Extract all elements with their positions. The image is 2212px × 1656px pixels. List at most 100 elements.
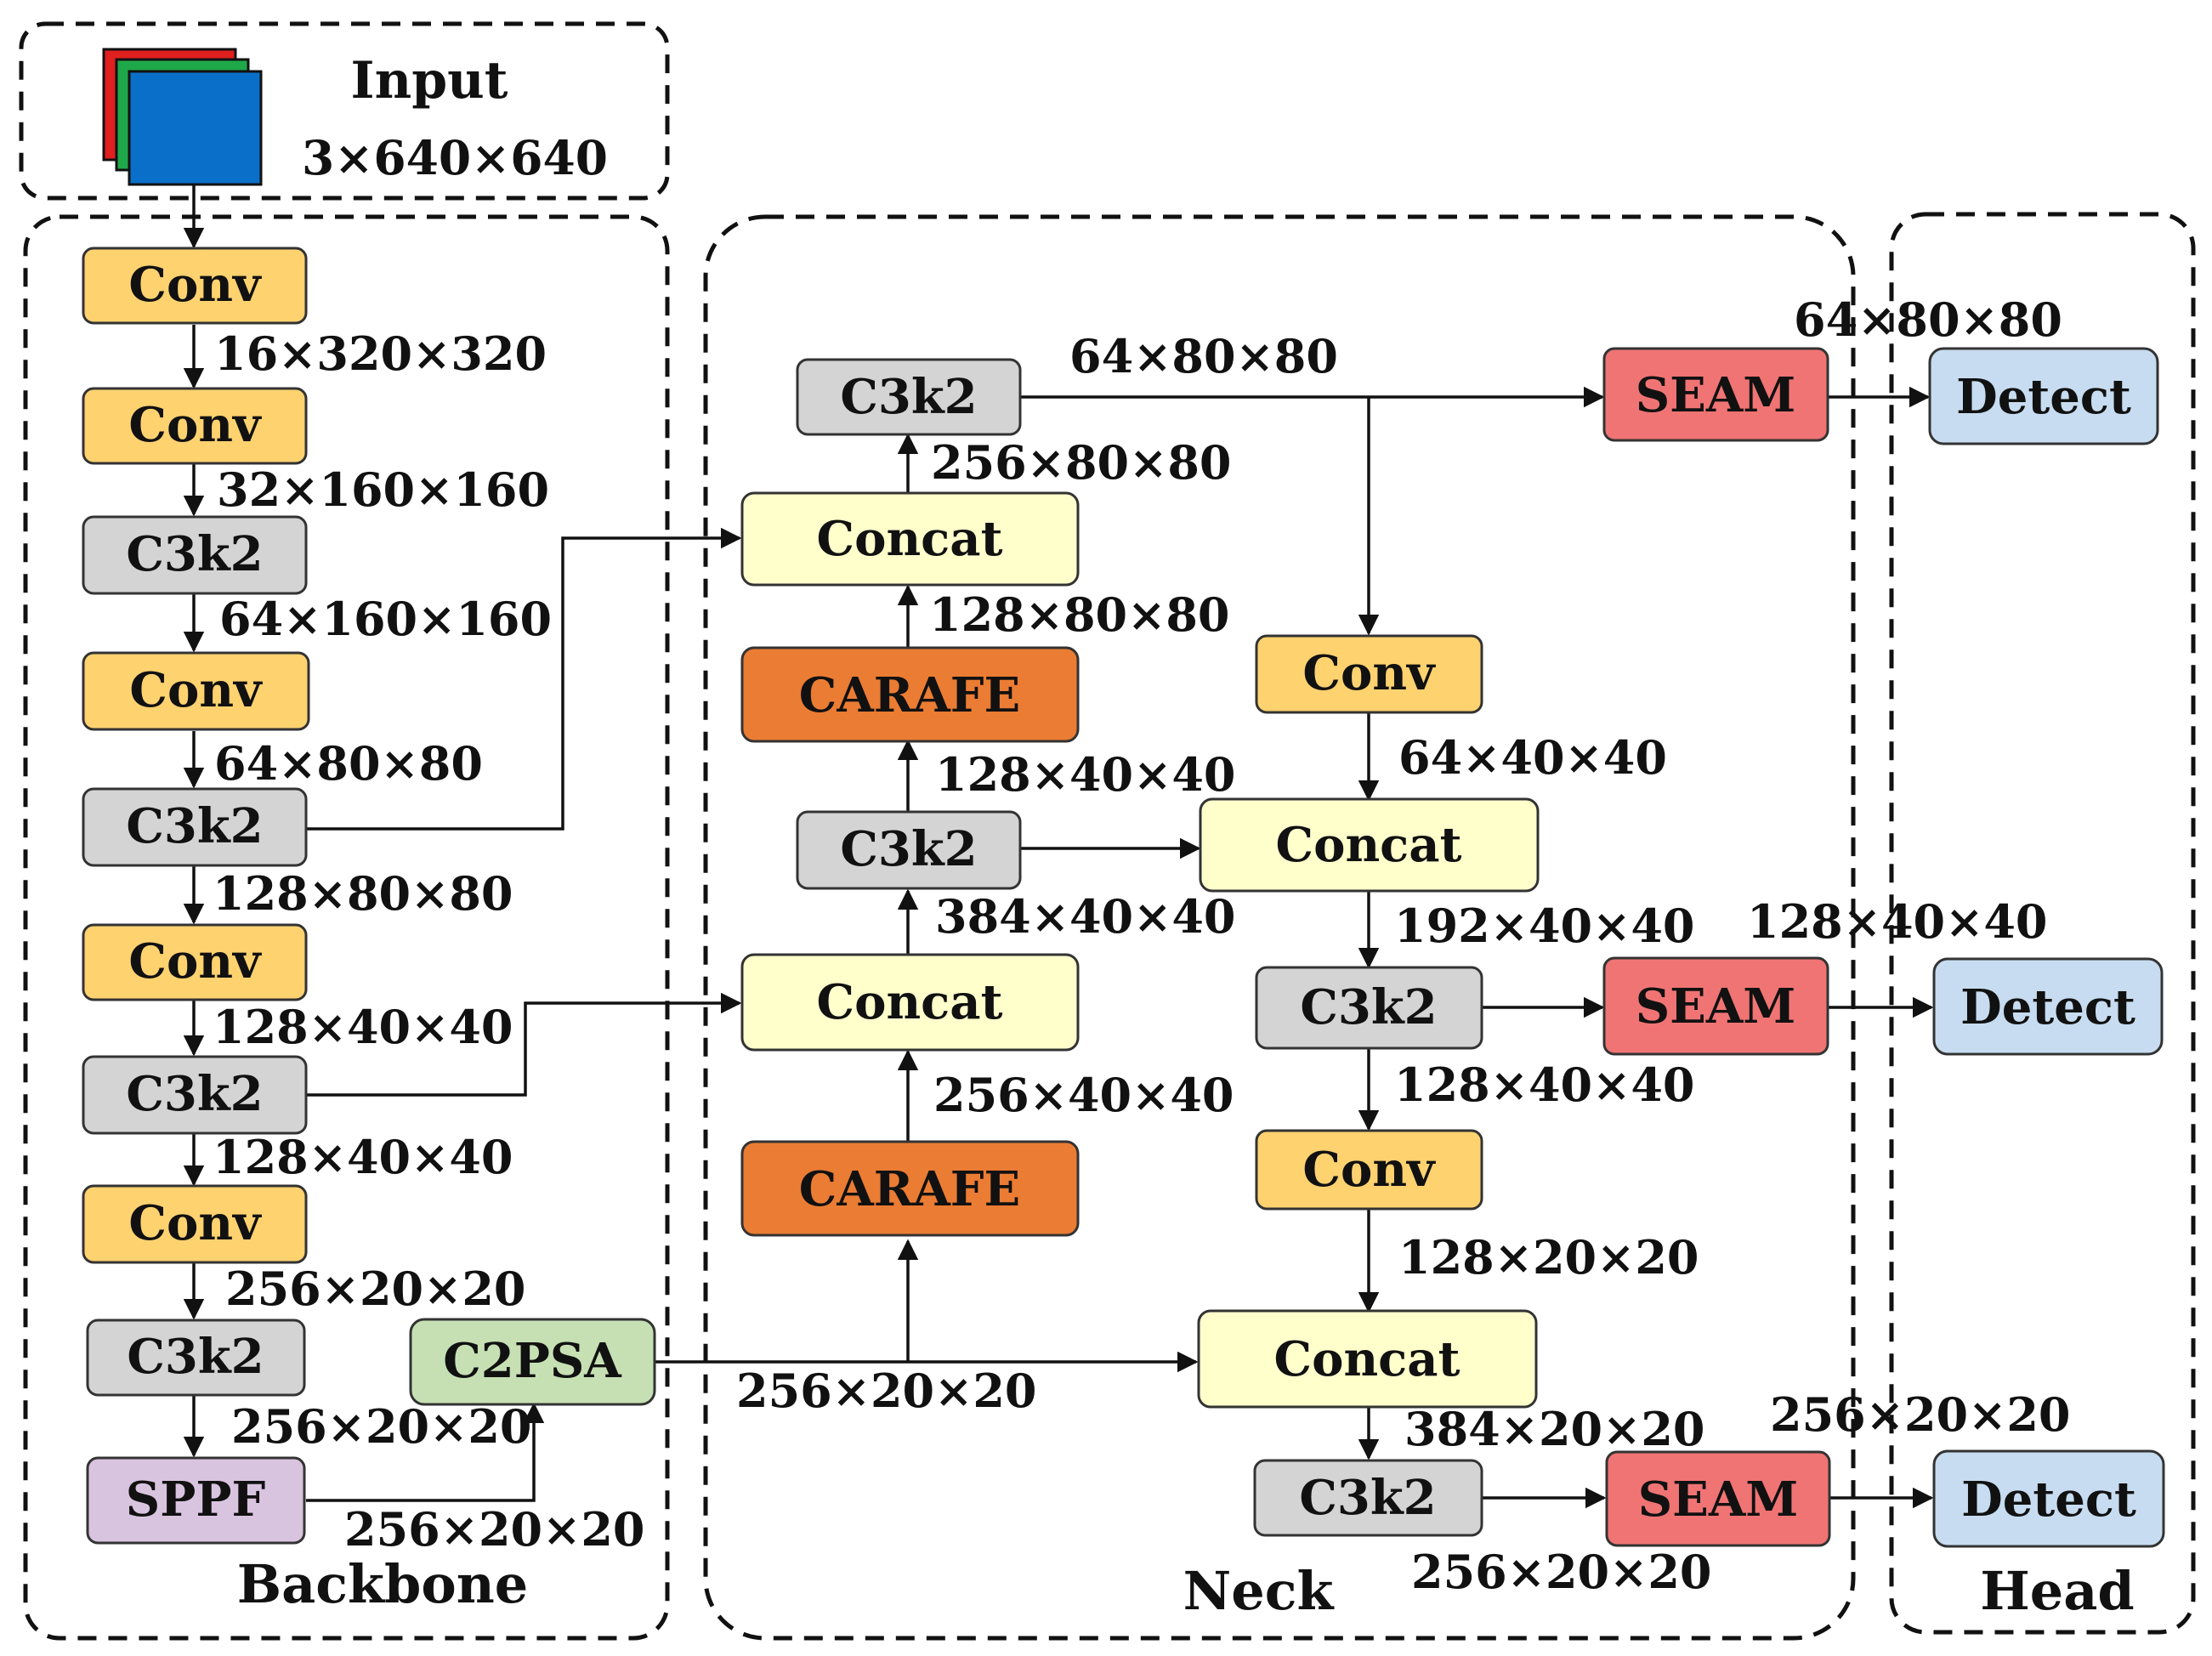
connections [183, 184, 1934, 1509]
detect-3-block [1932, 1449, 2165, 1548]
neck-dim-concat-mid-out: 384×40×40 [935, 889, 1236, 944]
input-feature-map-icon [102, 48, 263, 186]
group-containers [19, 21, 2196, 1641]
backbone-block-6 [82, 923, 308, 1001]
seam-1-label: SEAM [1636, 367, 1796, 423]
neck-group [703, 214, 1856, 1641]
input-title: Input [351, 51, 508, 111]
neck-carafe-bot-block [740, 1140, 1080, 1237]
backbone-block-1 [82, 247, 308, 325]
block-labels: Conv Conv C3k2 Conv C3k2 Conv C3k2 Conv … [126, 257, 2136, 1528]
backbone-dim-1: 16×320×320 [214, 326, 547, 381]
neck-conv-r1-block [1255, 634, 1483, 714]
neck-dim-c3k2-r1-out: 128×40×40 [1394, 1058, 1695, 1112]
backbone-dim-6: 128×40×40 [213, 1000, 513, 1054]
neck-dim-carafe-top-out: 128×80×80 [929, 587, 1230, 642]
seam-3-label: SEAM [1638, 1472, 1799, 1528]
head-group-label: Head [1980, 1560, 2135, 1622]
neck-dim-c2psa-out: 256×20×20 [736, 1364, 1037, 1418]
neck-dim-conv-r1-out: 64×40×40 [1398, 730, 1667, 785]
neck-concat-r2-label: Concat [1274, 1331, 1460, 1387]
backbone-label-8: Conv [128, 1195, 262, 1251]
backbone-block-9 [86, 1319, 306, 1397]
detect-2-block [1932, 957, 2164, 1056]
head-dim-3: 256×20×20 [1770, 1387, 2071, 1442]
dimension-labels: 16×320×320 32×160×160 64×160×160 64×80×8… [213, 292, 2071, 1599]
neck-c3k2-mid-label: C3k2 [840, 821, 977, 877]
backbone-label-2: Conv [128, 397, 262, 453]
backbone-label-1: Conv [128, 257, 262, 313]
backbone-block-8 [82, 1184, 308, 1264]
neck-dim-concat-r1-out: 192×40×40 [1394, 899, 1695, 953]
head-group [1889, 212, 2196, 1635]
backbone-block-10 [86, 1456, 306, 1545]
neck-carafe-top-block [740, 646, 1080, 743]
detect-3-label: Detect [1961, 1472, 2136, 1528]
backbone-block-7 [82, 1055, 308, 1135]
backbone-group-label: Backbone [237, 1553, 529, 1615]
neck-carafe-bot-label: CARAFE [799, 1161, 1020, 1217]
backbone-block-3 [82, 515, 308, 595]
input-blue-channel [128, 70, 263, 186]
neck-c3k2-r2-block [1253, 1459, 1483, 1537]
backbone-block-2 [82, 387, 308, 465]
backbone-block-5 [82, 787, 308, 867]
neck-concat-mid-label: Concat [817, 974, 1003, 1030]
neck-dim-c3k2-mid-out: 128×40×40 [935, 747, 1236, 802]
neck-dim-c3k2-r2-out: 256×20×20 [1411, 1545, 1712, 1599]
input-dims: 3×640×640 [302, 130, 608, 185]
neck-dim-c3k2-top-out: 64×80×80 [1069, 329, 1338, 383]
backbone-dim-2: 32×160×160 [217, 462, 549, 517]
backbone-dim-9: 256×20×20 [231, 1399, 532, 1454]
backbone-dim-5: 128×80×80 [213, 866, 513, 921]
neck-concat-top-block [740, 491, 1080, 587]
head-dim-2: 128×40×40 [1747, 894, 2048, 949]
backbone-dim-7: 128×40×40 [213, 1130, 513, 1184]
neck-concat-top-label: Concat [817, 511, 1003, 567]
neck-dim-concat-r2-out: 384×20×20 [1404, 1402, 1705, 1456]
neck-dim-conv-r2-out: 128×20×20 [1398, 1230, 1699, 1285]
arrow-sppf-to-c2psa [306, 1402, 545, 1502]
arrow-c3k2-2-to-concat-top [306, 527, 742, 831]
neck-conv-r2-block [1255, 1129, 1483, 1211]
seam-1-block [1602, 347, 1829, 442]
neck-c3k2-r1-label: C3k2 [1300, 979, 1437, 1035]
detect-1-block [1928, 347, 2159, 445]
blocks [82, 247, 2165, 1548]
c2psa-label: C2PSA [443, 1333, 622, 1389]
neck-concat-r2-block [1197, 1309, 1538, 1409]
backbone-label-4: Conv [129, 662, 263, 718]
neck-c3k2-r2-label: C3k2 [1299, 1470, 1436, 1526]
detect-1-label: Detect [1956, 369, 2131, 425]
neck-carafe-top-label: CARAFE [799, 667, 1020, 723]
sppf-out-dim: 256×20×20 [344, 1502, 645, 1557]
neck-c3k2-top-block [796, 358, 1022, 436]
seam-3-block [1605, 1450, 1831, 1547]
backbone-label-5: C3k2 [126, 798, 263, 854]
neck-conv-r1-label: Conv [1302, 645, 1436, 701]
neck-dim-concat-top-out: 256×80×80 [931, 435, 1232, 490]
neck-concat-r1-block [1199, 797, 1540, 893]
backbone-group [23, 214, 670, 1641]
backbone-dim-4: 64×80×80 [214, 736, 483, 791]
backbone-label-9: C3k2 [127, 1329, 264, 1385]
neck-group-label: Neck [1183, 1560, 1336, 1622]
seam-2-block [1602, 956, 1829, 1056]
neck-dim-carafe-bot-in: 256×40×40 [933, 1068, 1234, 1122]
backbone-dim-3: 64×160×160 [219, 592, 552, 646]
arrow-c3k2-3-to-concat-mid [306, 992, 742, 1097]
backbone-dim-8: 256×20×20 [225, 1262, 526, 1316]
backbone-label-6: Conv [128, 933, 262, 990]
neck-conv-r2-label: Conv [1302, 1142, 1436, 1198]
neck-c3k2-mid-block [796, 810, 1022, 890]
backbone-label-3: C3k2 [126, 526, 263, 582]
backbone-label-7: C3k2 [126, 1066, 263, 1122]
neck-concat-r1-label: Concat [1276, 817, 1462, 873]
detect-2-label: Detect [1960, 979, 2135, 1035]
neck-c3k2-top-label: C3k2 [840, 369, 977, 425]
neck-c3k2-r1-block [1255, 966, 1483, 1050]
head-dim-1: 64×80×80 [1794, 292, 2062, 347]
seam-2-label: SEAM [1636, 978, 1796, 1035]
backbone-block-4 [82, 651, 310, 731]
